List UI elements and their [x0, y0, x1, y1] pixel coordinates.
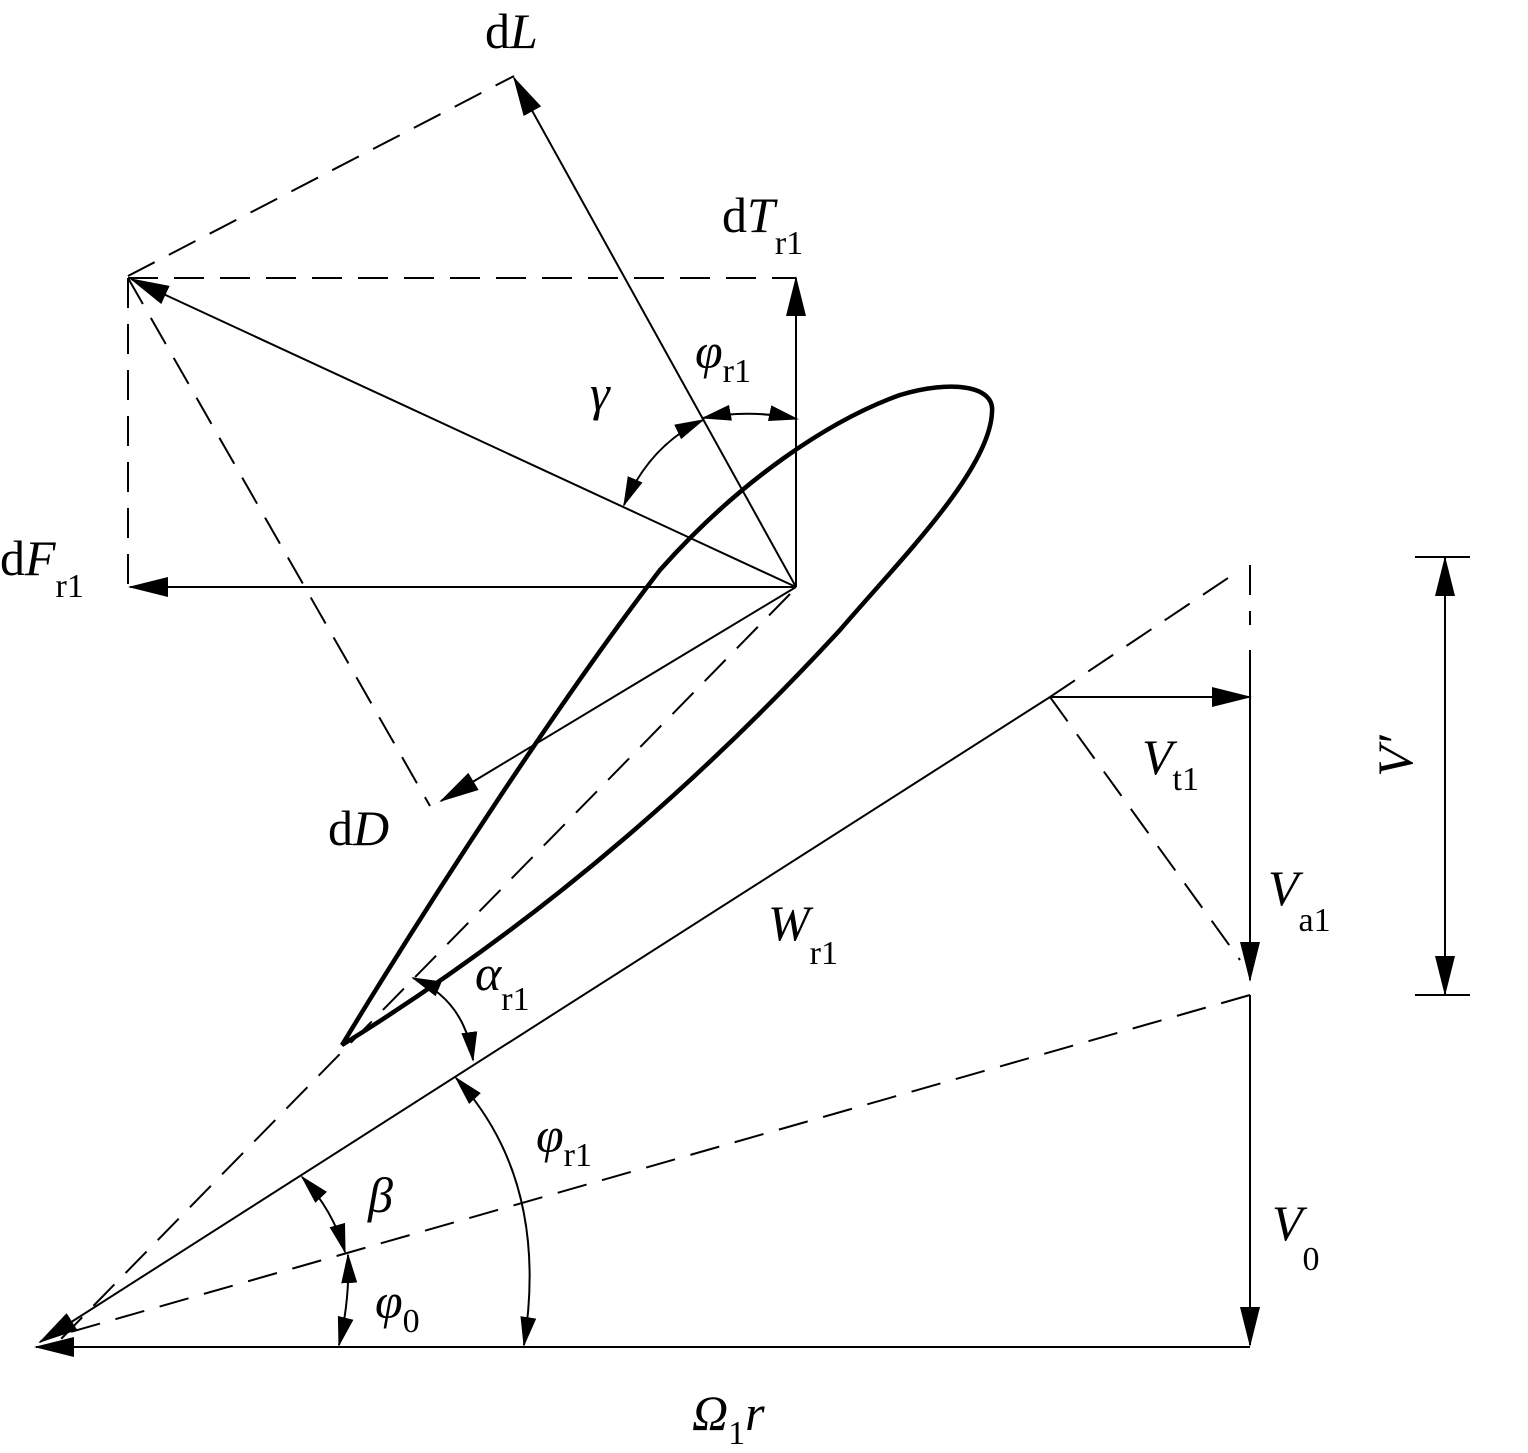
phi-0-arc — [337, 1253, 358, 1347]
label-dd: dD — [328, 800, 389, 856]
label-dt-r1: dTr1 — [722, 187, 803, 262]
dl-dashed-top — [127, 75, 515, 277]
vt1-perp-dashed — [1049, 696, 1241, 961]
label-omega-1-r: Ω1r — [692, 1385, 765, 1452]
dd-vector — [439, 586, 797, 803]
alpha-r1-arc — [411, 977, 478, 1062]
label-phi-r1-lower: φr1 — [536, 1107, 592, 1174]
resultant-chord-dashed — [59, 593, 791, 1341]
label-v-0: V0 — [1272, 1195, 1320, 1278]
label-v-t1: Vt1 — [1142, 729, 1199, 798]
gamma-arc — [623, 419, 705, 507]
airfoil-profile — [340, 384, 995, 1047]
relative-velocity-line — [38, 696, 1051, 1344]
label-phi-0: φ0 — [375, 1273, 420, 1340]
force-vectors — [128, 76, 806, 803]
label-gamma: γ — [590, 365, 611, 421]
label-df-r1: dFr1 — [0, 530, 84, 605]
v-prime-dimension — [1415, 556, 1470, 996]
freestream-dashed — [59, 994, 1251, 1336]
resultant-force-vector — [129, 278, 797, 588]
phi-r1-lower-arc — [454, 1076, 537, 1347]
angle-arcs — [300, 404, 799, 1347]
force-construction — [59, 75, 796, 1341]
labels: dL dTr1 dFr1 dD φr1 γ αr1 Wr1 φr1 β φ0 V… — [0, 3, 1423, 1452]
label-v-prime: V′ — [1367, 734, 1423, 777]
label-beta: β — [367, 1167, 393, 1223]
label-w-r1: Wr1 — [768, 895, 838, 972]
dl-vector — [513, 76, 797, 588]
label-v-a1: Va1 — [1268, 860, 1331, 939]
w-extension-dashed — [1049, 569, 1241, 698]
velocity-triangle — [34, 565, 1260, 1357]
beta-arc — [300, 1175, 346, 1254]
phi-r1-top-arc — [701, 404, 799, 422]
dd-dashed-diagonal — [127, 277, 431, 807]
label-dl: dL — [485, 3, 538, 59]
label-phi-r1-top: φr1 — [695, 323, 751, 390]
label-alpha-r1: αr1 — [475, 945, 530, 1018]
